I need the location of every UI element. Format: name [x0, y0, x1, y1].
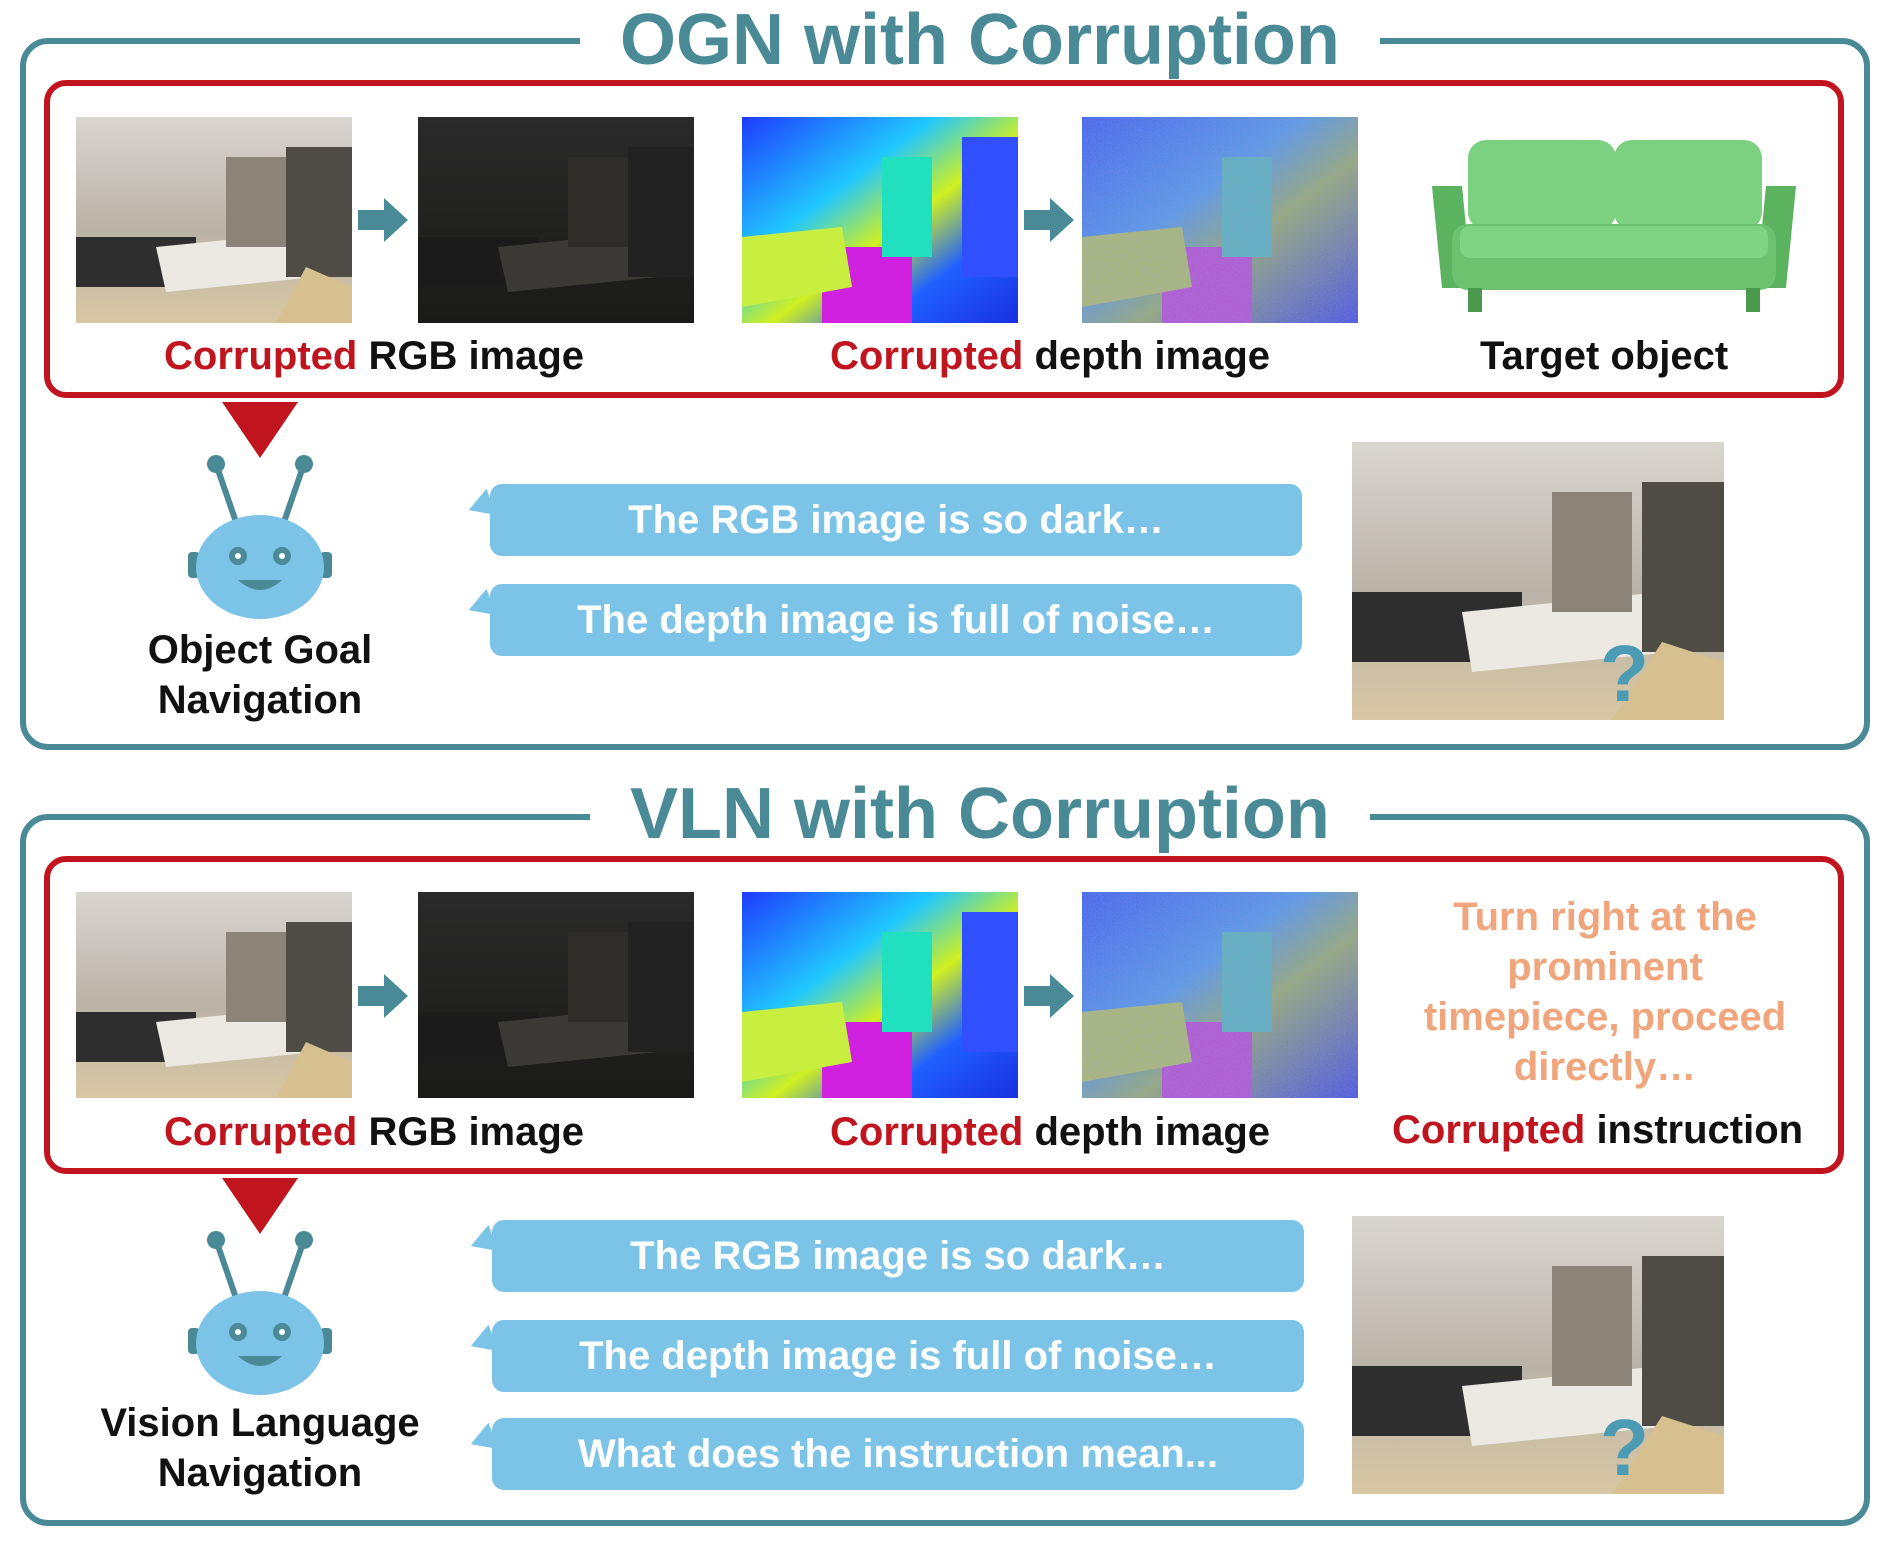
ogn-depth-arrow-icon — [1024, 198, 1074, 242]
vln-instruction-text: Turn right at the prominent timepiece, p… — [1423, 895, 1787, 1089]
vln-pointer — [222, 1178, 298, 1234]
ogn-depth-corrupted-image — [1082, 117, 1358, 323]
ogn-robot-icon — [188, 455, 332, 619]
ogn-title: OGN with Corruption — [580, 4, 1380, 76]
vln-bubble-rgb: The RGB image is so dark… — [492, 1220, 1304, 1292]
vln-rgb-corrupted-image — [418, 892, 694, 1098]
ogn-target-caption: Target object — [1480, 334, 1729, 378]
vln-instruction-caption: Corrupted instruction — [1392, 1108, 1804, 1152]
vln-depth-arrow-icon — [1024, 974, 1074, 1018]
vln-depth-caption: Corrupted depth image — [830, 1110, 1271, 1154]
vln-bubble-instruction: What does the instruction mean... — [492, 1418, 1304, 1490]
vln-rgb-arrow-icon — [358, 974, 408, 1018]
vln-depth-corrupted-image — [1082, 892, 1358, 1098]
ogn-bubble-depth: The depth image is full of noise… — [490, 584, 1302, 656]
ogn-question-mark: ? — [1600, 629, 1649, 718]
ogn-depth-image — [742, 117, 1018, 323]
ogn-rgb-corrupted-image — [418, 117, 694, 323]
ogn-scene-image — [1352, 442, 1724, 720]
vln-inputs-box — [44, 856, 1844, 1174]
ogn-depth-caption: Corrupted depth image — [830, 334, 1271, 378]
ogn-inputs-box — [44, 80, 1844, 398]
vln-robot-icon — [188, 1231, 332, 1395]
vln-scene-image — [1352, 1216, 1724, 1494]
ogn-bubble-rgb: The RGB image is so dark… — [490, 484, 1302, 556]
ogn-rgb-image — [76, 117, 352, 323]
ogn-pointer — [222, 402, 298, 458]
vln-rgb-image — [76, 892, 352, 1098]
ogn-rgb-arrow-icon — [358, 198, 408, 242]
vln-bubble-depth: The depth image is full of noise… — [492, 1320, 1304, 1392]
ogn-rgb-caption: Corrupted RGB image — [164, 334, 585, 378]
vln-depth-image — [742, 892, 1018, 1098]
vln-rgb-caption: Corrupted RGB image — [164, 1110, 585, 1154]
sofa-icon — [1432, 140, 1796, 312]
vln-title: VLN with Corruption — [590, 778, 1370, 850]
vln-question-mark: ? — [1600, 1403, 1649, 1492]
